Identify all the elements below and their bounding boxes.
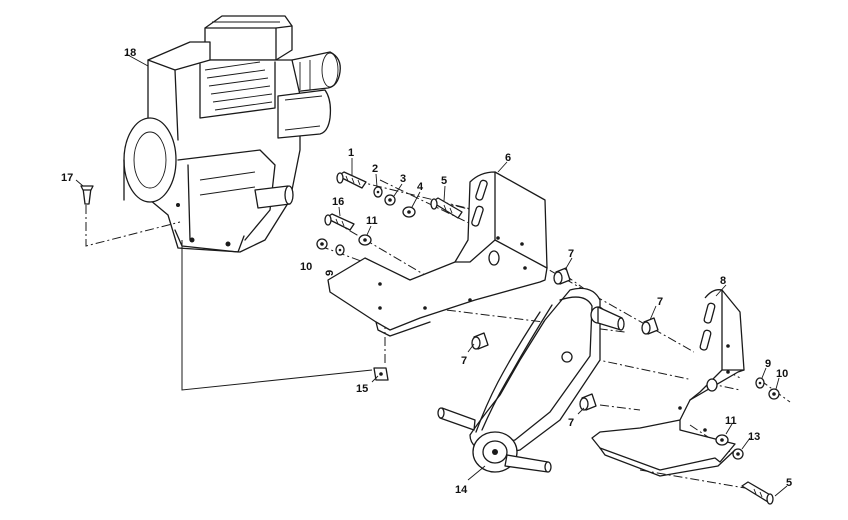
bolt-1 — [336, 171, 367, 189]
label-part-7-b: 7 — [657, 296, 663, 308]
label-part-1: 1 — [348, 147, 354, 159]
spacer-parts[interactable] — [471, 267, 659, 411]
label-part-5-top: 5 — [441, 175, 447, 187]
label-leaders — [75, 53, 788, 497]
label-part-11-left: 11 — [366, 215, 378, 227]
label-part-5-bottom: 5 — [786, 477, 792, 489]
label-part-9-left: 9 — [324, 270, 336, 276]
label-part-13: 13 — [748, 431, 760, 443]
label-part-15: 15 — [356, 383, 368, 395]
label-part-10-left: 10 — [300, 261, 312, 273]
label-part-9-right: 9 — [765, 358, 771, 370]
right-bracket[interactable] — [591, 289, 745, 477]
left-bracket[interactable] — [327, 171, 548, 337]
label-part-10-right: 10 — [776, 368, 788, 380]
label-part-17: 17 — [61, 172, 73, 184]
label-part-18: 18 — [124, 47, 136, 59]
label-part-2: 2 — [372, 163, 378, 175]
chain-case[interactable] — [437, 287, 625, 473]
part-labels: 1 2 3 4 5 6 16 11 10 9 7 7 7 7 8 9 10 11… — [61, 47, 792, 496]
label-part-7-a: 7 — [568, 248, 574, 260]
label-part-6: 6 — [505, 152, 511, 164]
label-part-11-right: 11 — [725, 415, 737, 427]
label-part-4: 4 — [417, 181, 424, 193]
label-part-8: 8 — [720, 275, 726, 287]
label-part-3: 3 — [400, 173, 406, 185]
fasteners[interactable] — [80, 171, 780, 505]
label-part-14: 14 — [455, 484, 468, 496]
label-part-7-d: 7 — [568, 417, 574, 429]
label-part-7-c: 7 — [461, 355, 467, 367]
engine[interactable] — [123, 15, 341, 253]
label-part-16: 16 — [332, 196, 344, 208]
